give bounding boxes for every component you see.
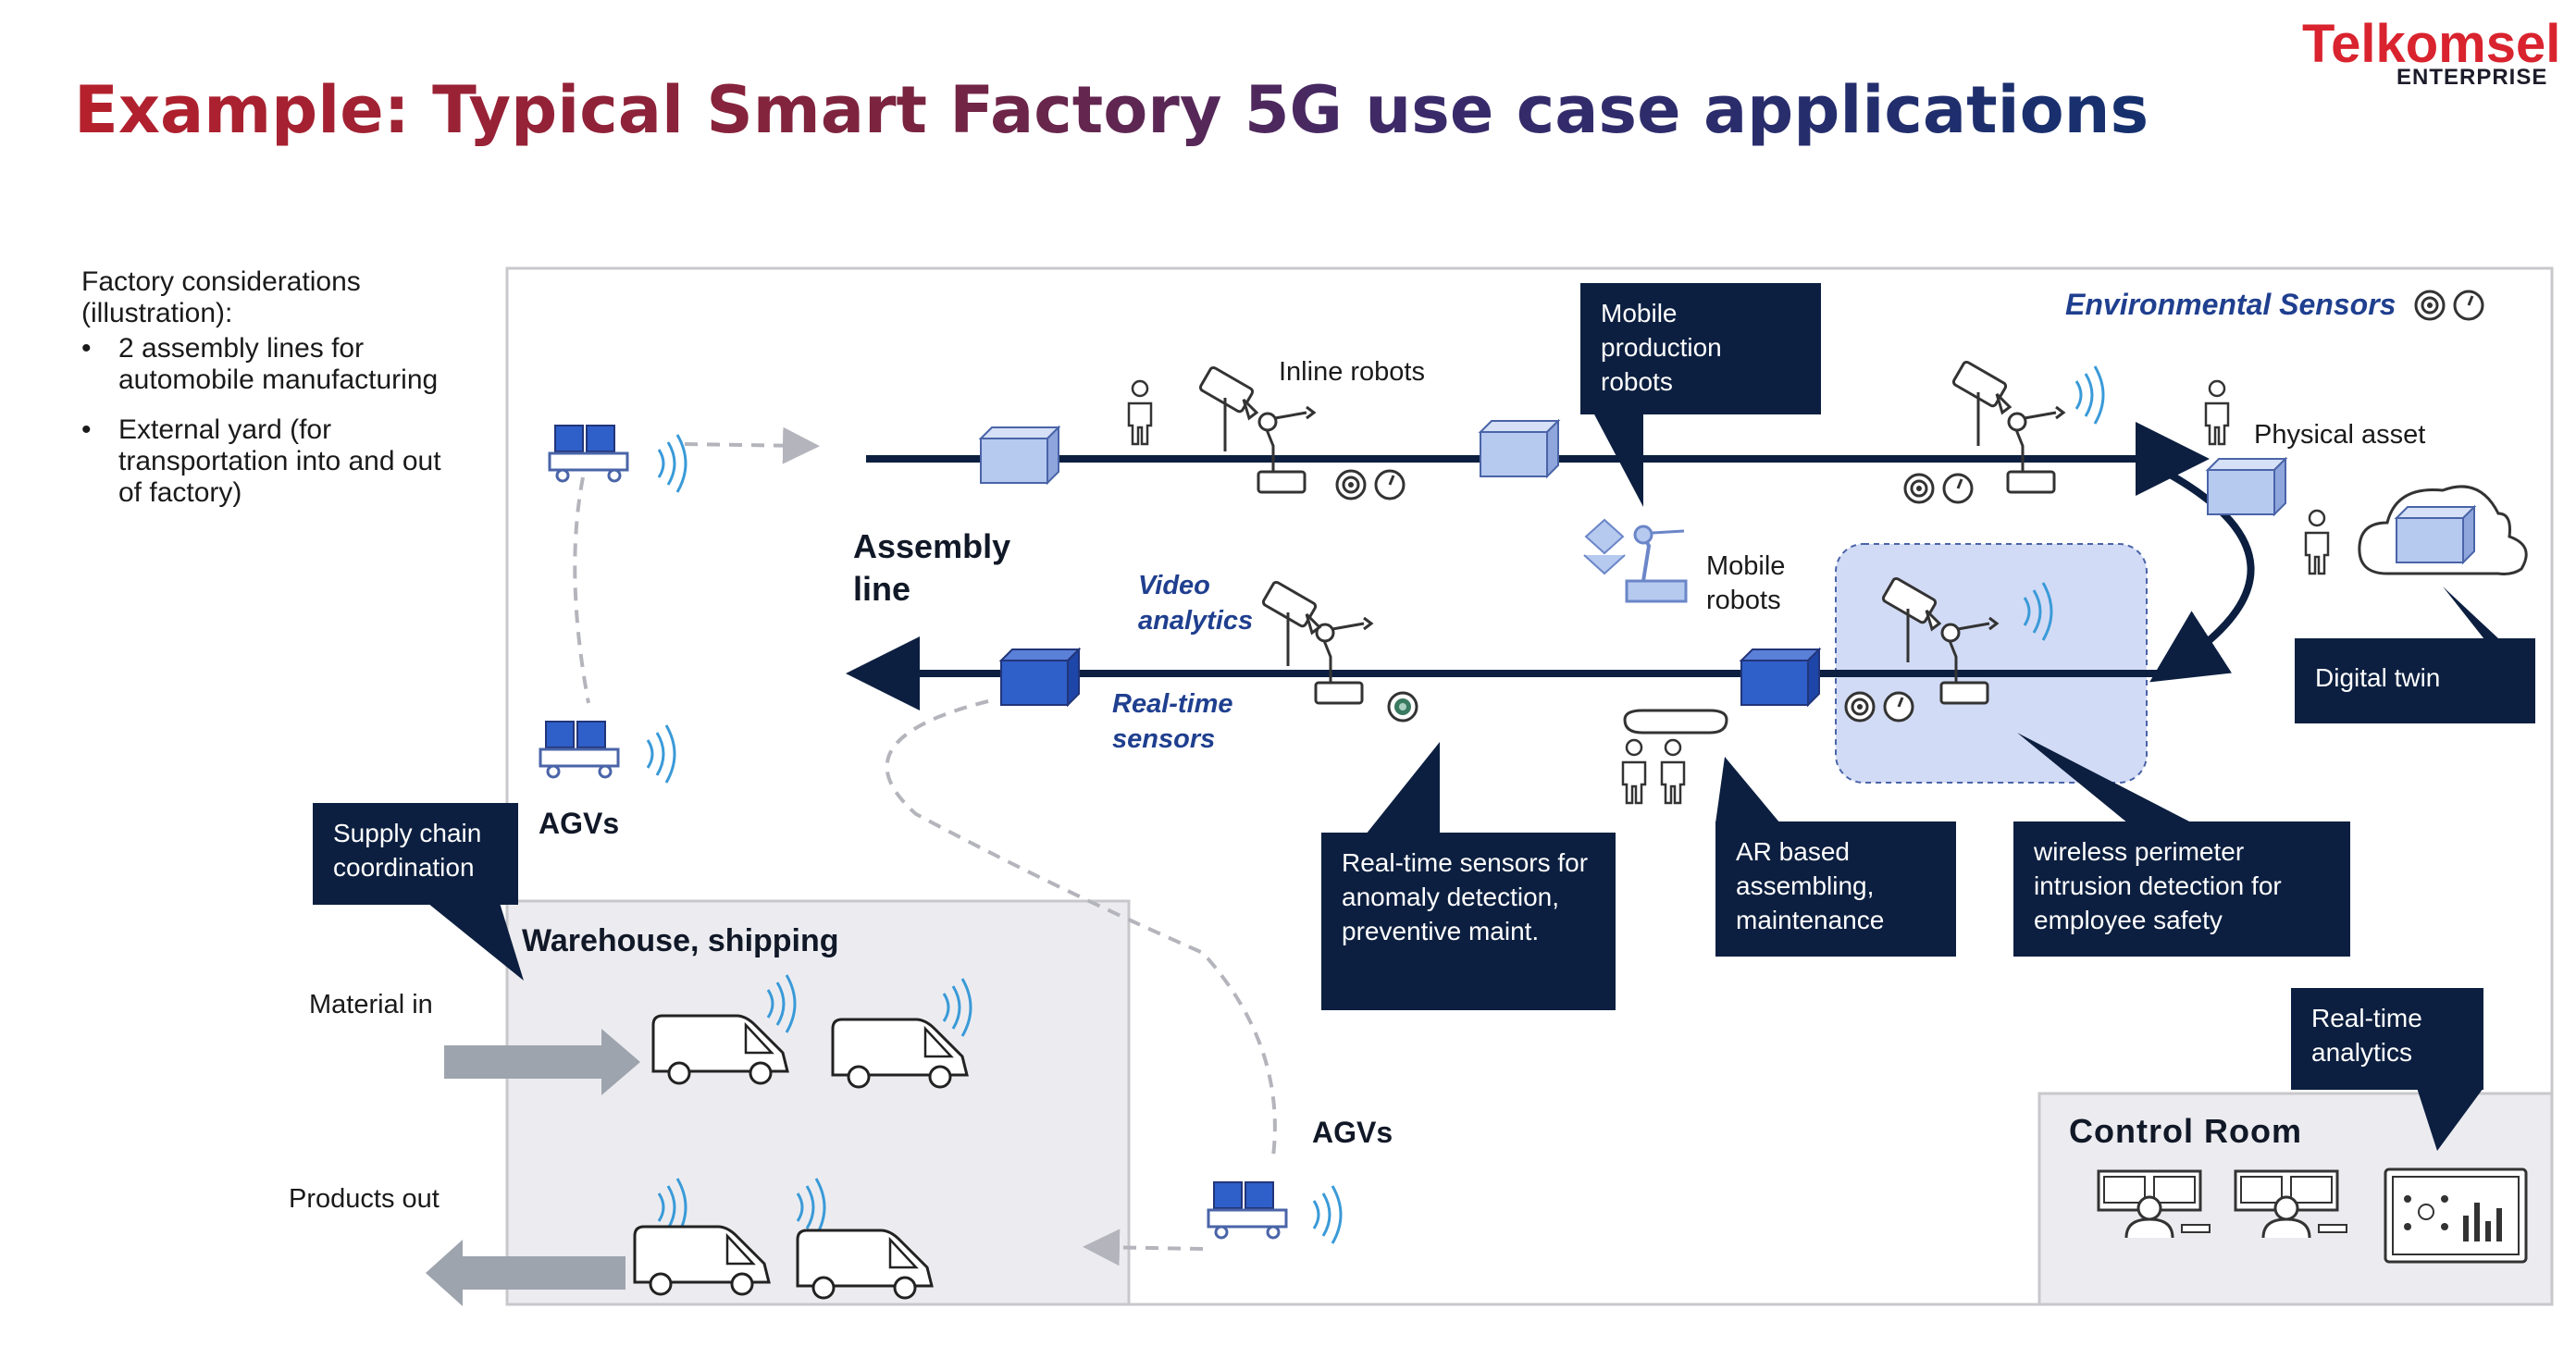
page-title: Example: Typical Smart Factory 5G use ca… (74, 72, 2149, 148)
agv-path-bottom (1083, 1229, 1204, 1266)
material-in-label: Material in (309, 990, 433, 1019)
physical-asset-box (2207, 458, 2286, 515)
ar-assembling-callout: AR based assembling, maintenance (1715, 821, 1956, 957)
digital-twin-callout: Digital twin (2295, 638, 2535, 723)
realtime-anomaly-callout: Real-time sensors for anomaly detection,… (1321, 833, 1616, 1010)
realtime-analytics-callout: Real-time analytics (2291, 988, 2483, 1090)
mobile-robots-label: Mobile robots (1706, 551, 1786, 615)
agvs-label-bottom: AGVs (1312, 1116, 1393, 1149)
products-out-arrow (426, 1240, 625, 1306)
factory-considerations: Factory considerations (illustration): •… (81, 266, 470, 509)
agv-path-left (573, 476, 590, 704)
assembly-line-return-curve (2149, 468, 2255, 683)
lower-line-box-1 (1000, 648, 1080, 706)
consideration-bullet-2: •External yard (for transportation into … (81, 414, 441, 508)
supply-chain-pointer (427, 903, 524, 981)
realtime-anomaly-pointer (1366, 742, 1440, 834)
upper-line-box-2 (1480, 420, 1559, 477)
analytics-dashboard-icon (2384, 1167, 2528, 1264)
material-in-arrow (444, 1029, 640, 1095)
lower-line-box-2 (1740, 648, 1820, 706)
agvs-label-top: AGVs (539, 807, 620, 840)
inline-robots-label: Inline robots (1279, 357, 1425, 387)
digital-twin-box (2396, 506, 2475, 563)
agv-path-top (684, 426, 820, 464)
upper-line-box-1 (980, 426, 1059, 484)
environmental-sensors-label: Environmental Sensors (2065, 288, 2396, 321)
ar-assembling-pointer (1715, 757, 1780, 823)
agv-path-main (885, 699, 1277, 1157)
realtime-sensors-label: Real-time sensors (1112, 689, 1233, 754)
physical-asset-label: Physical asset (2254, 420, 2426, 450)
realtime-analytics-pointer (2417, 1088, 2483, 1151)
wireless-perimeter-pointer (2017, 733, 2193, 823)
warehouse-label: Warehouse, shipping (522, 923, 839, 958)
mobile-production-pointer (1593, 413, 1643, 507)
perimeter-highlight-zone (1835, 543, 2148, 784)
products-out-label: Products out (289, 1184, 440, 1214)
video-analytics-label: Video analytics (1138, 571, 1254, 636)
consideration-bullet-1: •2 assembly lines for automobile manufac… (81, 333, 439, 395)
mobile-robot-icon (1583, 518, 1688, 603)
control-room-label: Control Room (2069, 1112, 2302, 1150)
considerations-heading: Factory considerations (illustration): (81, 266, 361, 328)
ar-headset-icon (1623, 709, 1728, 735)
assembly-line-label: Assembly line (853, 527, 1011, 608)
realtime-sensor-icon (1387, 691, 1418, 723)
wireless-perimeter-callout: wireless perimeter intrusion detection f… (2013, 821, 2350, 957)
telkomsel-logo: Telkomsel (2302, 14, 2561, 74)
supply-chain-callout: Supply chain coordination (313, 803, 518, 905)
telkomsel-logo-sub: ENTERPRISE (2396, 65, 2548, 90)
mobile-production-callout: Mobile production robots (1580, 283, 1821, 414)
